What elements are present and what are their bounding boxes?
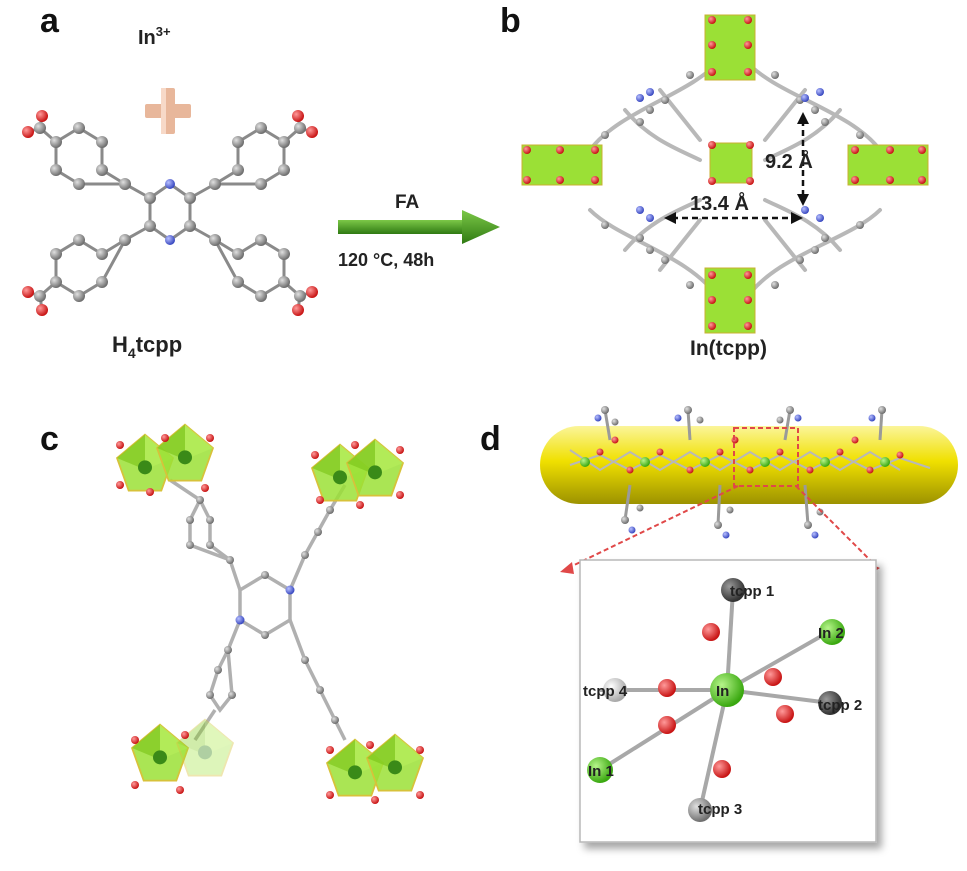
product-label: In(tcpp): [690, 337, 767, 360]
panel-a: a In3+: [22, 2, 318, 361]
ligand-label: H4tcpp: [112, 332, 182, 361]
octahedra-bottom-left: [131, 718, 234, 782]
tcpp-linker-atoms: [186, 496, 339, 724]
panel-b: b: [500, 2, 929, 360]
tcpp1-label: tcpp 1: [730, 583, 774, 600]
pore-arrows: [672, 120, 805, 220]
h4tcpp-structure: [27, 115, 313, 311]
zoom-lines: [567, 485, 873, 569]
indium-chain-rod: [540, 426, 958, 504]
coordination-inset: In tcpp 1 In 2 tcpp 2 tcpp 3 In 1 tcpp 4: [579, 559, 877, 843]
chain-ligands: [603, 409, 884, 526]
in2-label: In 2: [818, 625, 844, 642]
reaction-arrow: FA 120 °C, 48h: [338, 192, 500, 270]
reagent-label: FA: [395, 192, 420, 213]
central-indium-atom: [710, 673, 744, 707]
panel-d: d: [480, 406, 958, 843]
conditions-label: 120 °C, 48h: [338, 250, 434, 270]
h4tcpp-atoms: [22, 110, 318, 316]
framework-nitrogens: [636, 88, 824, 222]
indium-ion-label: In3+: [138, 24, 171, 49]
panel-c: c: [40, 420, 424, 804]
panel-letter-a: a: [40, 2, 60, 40]
zoom-region: [733, 427, 799, 487]
tcpp3-label: tcpp 3: [698, 801, 742, 818]
rod-oxygens: [523, 16, 926, 330]
tcpp2-label: tcpp 2: [818, 697, 862, 714]
framework-atoms: [601, 71, 864, 289]
tcpp-linker-nitrogens: [235, 585, 295, 625]
in1-label: In 1: [588, 763, 614, 780]
octahedra-top-right: [311, 438, 404, 502]
chain-ligand-atoms: [594, 406, 886, 539]
panel-letter-c: c: [40, 420, 59, 458]
tcpp-linker: [169, 478, 347, 741]
tcpp4-label: tcpp 4: [583, 683, 628, 700]
pore-height-label: 9.2 Å: [765, 149, 813, 173]
octahedra-oxygens: [116, 434, 424, 804]
panel-letter-d: d: [480, 420, 501, 458]
polyhedra-rods: [521, 14, 929, 334]
panel-letter-b: b: [500, 2, 521, 40]
center-in-label: In: [716, 683, 729, 700]
octahedra-bottom-right: [326, 733, 424, 797]
plus-icon: [145, 88, 191, 134]
chain-indium: [580, 457, 890, 467]
pore-width-label: 13.4 Å: [690, 191, 749, 215]
